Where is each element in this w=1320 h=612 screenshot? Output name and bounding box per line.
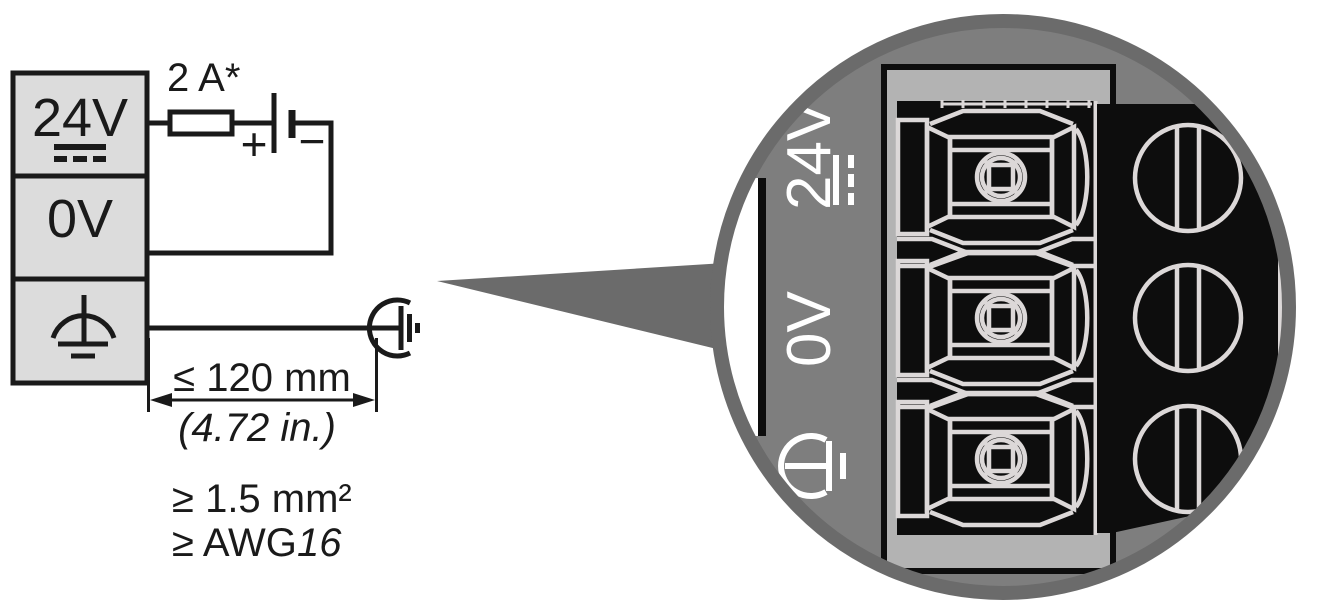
arrowhead-right-icon <box>353 393 375 407</box>
battery: + − <box>241 93 325 170</box>
earth-icon <box>50 295 117 359</box>
arrowhead-left-icon <box>150 393 172 407</box>
supply-circuit: 2 A* + − <box>147 56 334 256</box>
ground-circuit <box>147 297 420 359</box>
magnifier-ring <box>710 14 1296 600</box>
dimension-metric: ≤ 120 mm <box>173 356 351 400</box>
panel-dc-icon <box>833 155 854 205</box>
spec-awg-prefix: ≥ AWG <box>172 521 297 565</box>
earth-connector-icon <box>366 297 420 359</box>
connector-body <box>897 101 1096 535</box>
dimension-annotation: ≤ 120 mm (4.72 in.) <box>147 338 378 450</box>
terminal-cell-0v: 0V <box>47 189 113 249</box>
fuse-label: 2 A* <box>167 56 240 100</box>
zoom-wedge <box>437 263 725 351</box>
device-panel: 24V 0V <box>775 99 854 499</box>
spec-awg-value: 16 <box>297 521 342 565</box>
clamp-separators <box>897 236 1096 410</box>
terminal-label-0v: 0V <box>47 189 113 249</box>
terminal-label-24v: 24V <box>32 88 128 148</box>
dc-icon <box>54 144 106 162</box>
terminal-cell-24v: 24V <box>32 88 128 162</box>
magnified-view: 24V 0V <box>710 14 1296 600</box>
spec-cross-section: ≥ 1.5 mm² <box>172 477 352 521</box>
device-edge-line <box>758 178 766 436</box>
terminal-connector <box>881 64 1283 574</box>
panel-earth-icon <box>778 433 846 499</box>
terminal-cell-earth <box>50 295 117 359</box>
panel-label-0v: 0V <box>775 291 844 367</box>
terminal-block: 24V 0V <box>10 70 150 386</box>
dimension-imperial: (4.72 in.) <box>178 406 336 450</box>
schematic: 24V 0V <box>10 56 420 565</box>
connector-top-ticks <box>940 100 1092 108</box>
battery-plus-label: + <box>241 118 268 170</box>
terminal-block-outline <box>10 70 150 386</box>
wire-specs: ≥ 1.5 mm² ≥ AWG 16 <box>172 477 352 565</box>
fuse <box>167 109 235 137</box>
wire-return-0v <box>147 120 334 256</box>
